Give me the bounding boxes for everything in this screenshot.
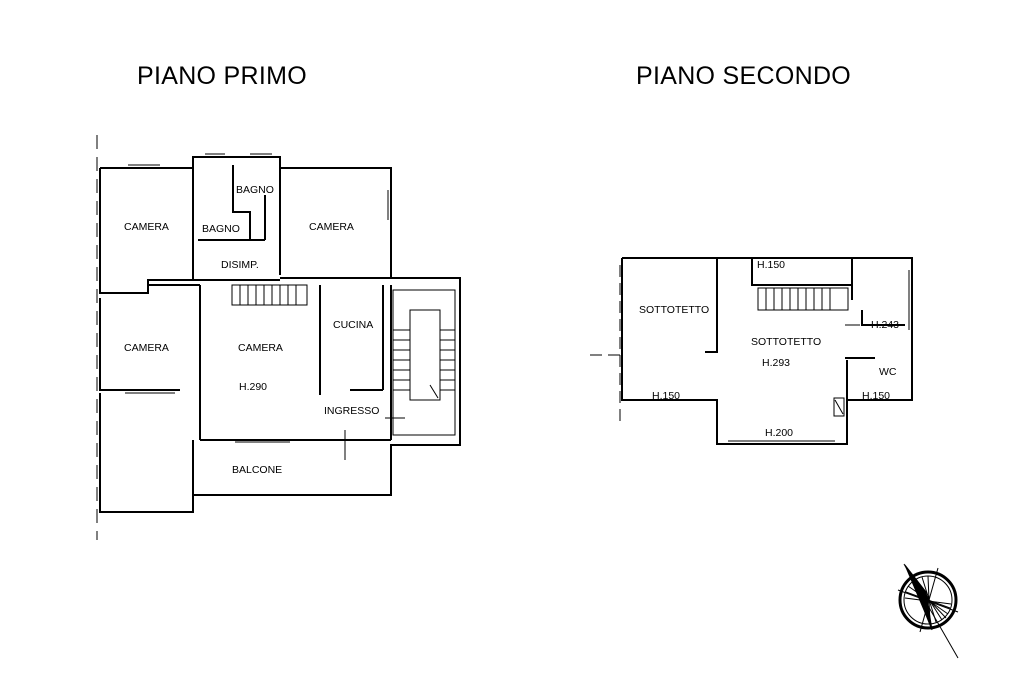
room-label: BAGNO bbox=[202, 223, 240, 235]
room-label: INGRESSO bbox=[324, 405, 379, 417]
first-floor-plan: CAMERA BAGNO BAGNO CAMERA DISIMP. CAMERA… bbox=[96, 135, 461, 540]
north-arrow-icon bbox=[897, 563, 959, 659]
room-label: CAMERA bbox=[238, 342, 283, 354]
room-label: CAMERA bbox=[124, 221, 169, 233]
room-label: CAMERA bbox=[124, 342, 169, 354]
room-label: SOTTOTETTO bbox=[751, 336, 821, 348]
room-label: WC bbox=[879, 366, 897, 378]
room-label: CAMERA bbox=[309, 221, 354, 233]
height-label: H.243 bbox=[871, 319, 899, 331]
room-label: SOTTOTETTO bbox=[639, 304, 709, 316]
room-label: BAGNO bbox=[236, 184, 274, 196]
height-label: H.200 bbox=[765, 427, 793, 439]
height-label: H.150 bbox=[862, 390, 890, 402]
height-label: H.290 bbox=[239, 381, 267, 393]
room-label: BALCONE bbox=[232, 464, 282, 476]
height-label: H.150 bbox=[652, 390, 680, 402]
first-floor-title: PIANO PRIMO bbox=[137, 62, 307, 90]
height-label: H.293 bbox=[762, 357, 790, 369]
room-label: DISIMP. bbox=[221, 259, 259, 271]
room-label: CUCINA bbox=[333, 319, 373, 331]
second-floor-title: PIANO SECONDO bbox=[636, 62, 852, 90]
height-label: H.150 bbox=[757, 259, 785, 271]
second-floor-plan: H.150 SOTTOTETTO SOTTOTETTO H.243 H.293 … bbox=[590, 257, 913, 445]
